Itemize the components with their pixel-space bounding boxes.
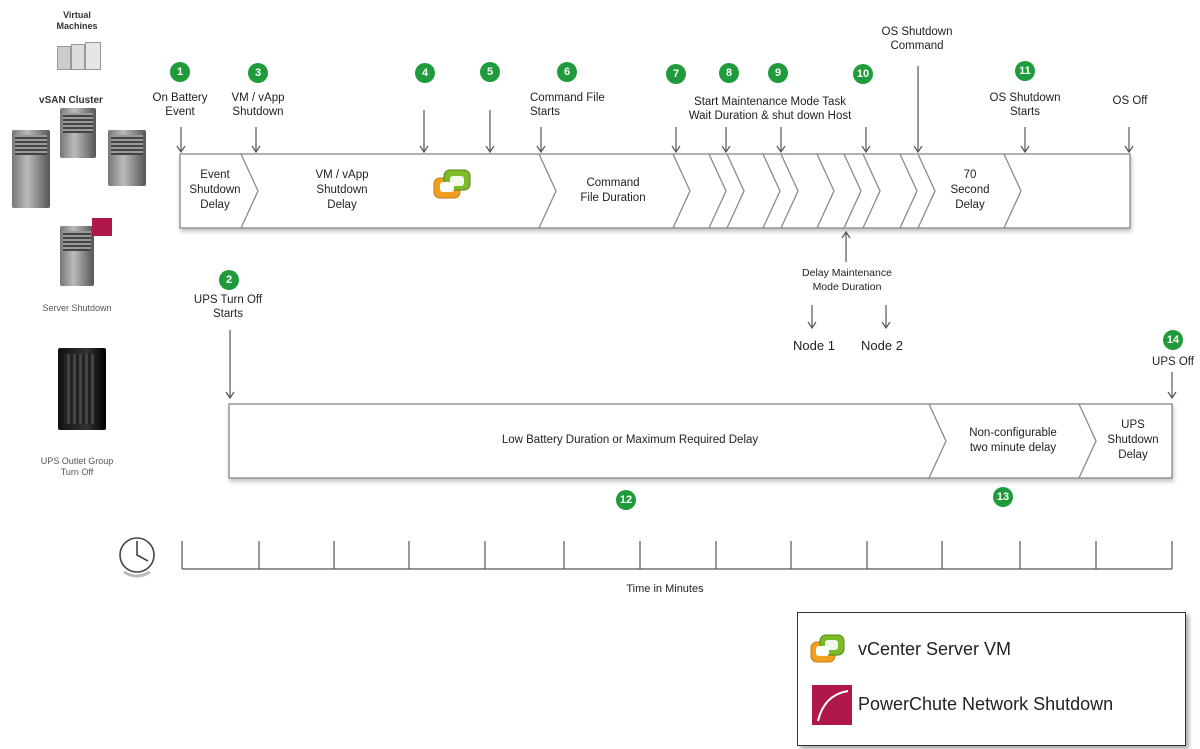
virtual-machines-label: Virtual Machines <box>56 10 98 31</box>
vcenter-legend-icon <box>810 634 845 663</box>
low-battery-duration-text: Low Battery Duration or Maximum Required… <box>501 434 759 446</box>
seventy-second-delay-text: 70 Second Delay <box>950 169 990 211</box>
top-bar-chevrons <box>240 153 1022 229</box>
ups-icon <box>58 348 106 430</box>
event-badge-1: 1 <box>170 62 190 82</box>
event-badge-10: 10 <box>853 64 873 84</box>
event-badge-14: 14 <box>1163 330 1183 350</box>
event-badge-6: 6 <box>557 62 577 82</box>
ups-off-label: UPS Off <box>1152 356 1194 368</box>
powerchute-legend-icon <box>812 685 852 725</box>
bottom-bar-chevrons <box>928 403 1097 479</box>
virtual-machines-icon <box>57 42 103 70</box>
vcenter-legend-label: vCenter Server VM <box>858 639 1012 659</box>
event-badge-3: 3 <box>248 63 268 83</box>
event-arrows <box>181 66 1172 398</box>
node-2-label: Node 2 <box>861 338 903 353</box>
command-file-duration-text: Command File Duration <box>580 177 646 204</box>
event-shutdown-delay-text: Event Shutdown Delay <box>189 169 241 211</box>
legend: vCenter Server VM PowerChute Network Shu… <box>797 612 1186 746</box>
vsan-cluster-label: vSAN Cluster <box>39 95 103 106</box>
command-file-starts-label: Command File Starts <box>530 92 605 118</box>
node-1-label: Node 1 <box>793 338 835 353</box>
server-shutdown-label: Server Shutdown <box>42 303 112 313</box>
os-shutdown-command-label: OS Shutdown Command <box>881 26 953 52</box>
ups-shutdown-delay-text: UPS Shutdown Delay <box>1107 419 1159 461</box>
non-configurable-delay-text: Non-configurable two minute delay <box>969 427 1057 454</box>
vm-shutdown-delay-text: VM / vApp Shutdown Delay <box>315 169 369 211</box>
event-badge-9: 9 <box>768 63 788 83</box>
delay-maintenance-label: Delay Maintenance Mode Duration <box>802 267 892 293</box>
vm-vapp-shutdown-label: VM / vApp Shutdown <box>231 92 285 118</box>
os-off-label: OS Off <box>1112 95 1148 107</box>
event-badge-5: 5 <box>480 62 500 82</box>
powerchute-legend-label: PowerChute Network Shutdown <box>858 694 1114 714</box>
ups-outlet-group-label: UPS Outlet Group Turn Off <box>40 456 114 477</box>
event-badge-4: 4 <box>415 63 435 83</box>
clock-icon <box>119 537 155 578</box>
vcenter-icon <box>433 169 471 199</box>
top-bar <box>179 153 1131 229</box>
os-shutdown-starts-label: OS Shutdown Starts <box>989 92 1061 118</box>
bottom-bar <box>228 403 1173 479</box>
on-battery-event-label: On Battery Event <box>152 92 208 118</box>
event-badge-2: 2 <box>219 270 239 290</box>
event-badge-8: 8 <box>719 63 739 83</box>
event-badge-12: 12 <box>616 490 636 510</box>
event-badge-7: 7 <box>666 64 686 84</box>
ups-turn-off-starts-label: UPS Turn Off Starts <box>193 294 263 320</box>
event-badge-11: 11 <box>1015 61 1035 81</box>
event-badge-13: 13 <box>993 487 1013 507</box>
time-axis <box>181 541 1173 570</box>
maintenance-task-label: Start Maintenance Mode Task Wait Duratio… <box>688 96 852 122</box>
time-in-minutes-caption: Time in Minutes <box>626 583 704 595</box>
